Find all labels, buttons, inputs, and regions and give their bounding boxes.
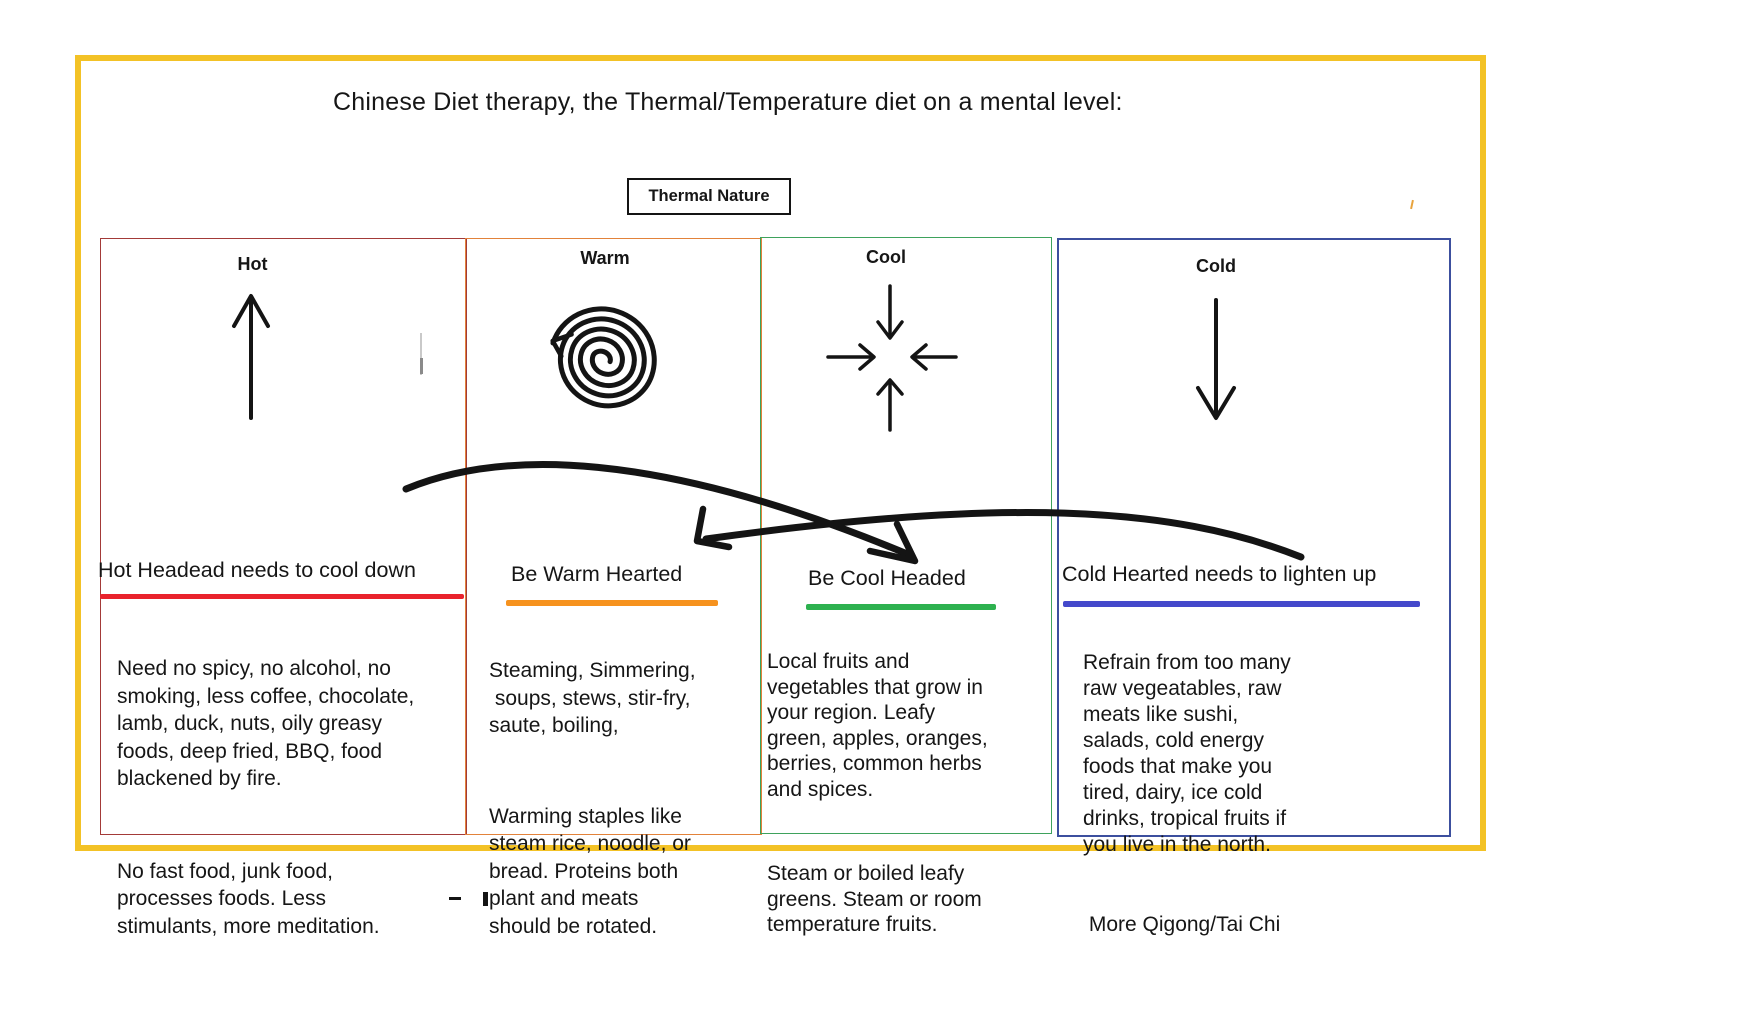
cold-underline xyxy=(1063,601,1420,607)
cold-subtitle: Cold Hearted needs to lighten up xyxy=(1062,562,1377,586)
stray-mark-faint xyxy=(420,333,422,375)
warm-body: Steaming, Simmering, soups, stews, stir-… xyxy=(489,602,761,995)
stray-mark xyxy=(449,897,461,900)
warm-subtitle: Be Warm Hearted xyxy=(511,562,683,586)
arrow-down-icon xyxy=(1196,298,1236,420)
cool-underline xyxy=(806,604,996,610)
stray-mark-faint xyxy=(420,358,423,374)
cold-body: Refrain from too many raw vegeatables, r… xyxy=(1083,598,1435,990)
warm-paragraph-1: Steaming, Simmering, soups, stews, stir-… xyxy=(489,659,696,737)
hot-paragraph-2: No fast food, junk food, processes foods… xyxy=(117,859,380,938)
cold-paragraph-2: More Qigong/Tai Chi xyxy=(1083,913,1281,936)
stray-mark xyxy=(483,892,488,906)
arrow-up-icon xyxy=(232,294,270,420)
cool-body: Local fruits and vegetables that grow in… xyxy=(767,598,1057,989)
hot-underline xyxy=(100,594,464,599)
hot-body: Need no spicy, no alcohol, no smoking, l… xyxy=(117,600,479,995)
cool-subtitle: Be Cool Headed xyxy=(808,566,966,590)
thermal-nature-box: Thermal Nature xyxy=(627,178,791,215)
hot-subtitle: Hot Headead needs to cool down xyxy=(98,558,416,582)
warm-underline xyxy=(506,600,718,606)
page-title: Chinese Diet therapy, the Thermal/Temper… xyxy=(333,88,1123,116)
cool-paragraph-1: Local fruits and vegetables that grow in… xyxy=(767,650,988,801)
cool-header: Cool xyxy=(866,247,906,267)
thermal-nature-label: Thermal Nature xyxy=(648,187,770,205)
converging-arrows-icon xyxy=(826,284,958,432)
warm-header: Warm xyxy=(580,248,630,268)
hot-header: Hot xyxy=(237,254,268,274)
cool-paragraph-2: Steam or boiled leafy greens. Steam or r… xyxy=(767,862,982,936)
warm-paragraph-2: Warming staples like steam rice, noodle,… xyxy=(489,804,691,938)
outer-frame xyxy=(75,55,1486,851)
hot-paragraph-1: Need no spicy, no alcohol, no smoking, l… xyxy=(117,657,415,790)
spiral-icon xyxy=(550,306,657,409)
cold-paragraph-1: Refrain from too many raw vegeatables, r… xyxy=(1083,651,1291,856)
cold-header: Cold xyxy=(1196,256,1236,276)
